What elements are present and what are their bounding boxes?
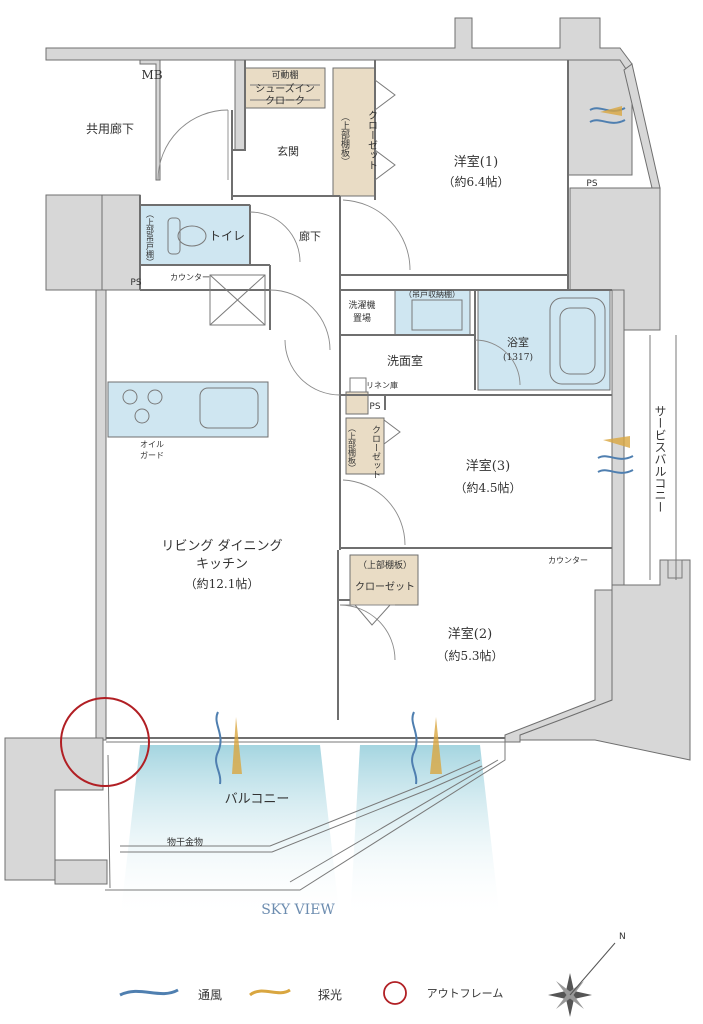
oil-guard-label-2: ガード	[140, 450, 164, 460]
ldk-label-2: キッチン	[196, 557, 248, 572]
bathroom-label: 浴室	[507, 335, 529, 349]
shaft-box	[209, 274, 266, 326]
hallway-label: 廊下	[299, 229, 321, 243]
sky-view-label: SKY VIEW	[261, 902, 335, 918]
toilet-bowl	[167, 217, 181, 255]
closet-room2-label: クローゼット	[355, 581, 415, 593]
outframe-circle	[60, 697, 150, 787]
toilet-cabinet-label: （上部吊戸棚）	[146, 210, 155, 266]
legend-daylight: 採光	[318, 988, 342, 1002]
oil-guard-label: オイル	[140, 440, 164, 449]
sky-view-beam-left	[120, 745, 340, 920]
ldk-size: （約12.1帖）	[185, 576, 260, 591]
western2-label: 洋室(2)	[448, 626, 492, 642]
washroom-label: 洗面室	[387, 353, 423, 368]
room-labels: MB 共用廊下 可動棚 シューズイン クローク 玄関 クローゼット （上部棚板）…	[86, 68, 667, 918]
legend: 通風 採光 アウトフレーム	[119, 981, 504, 1005]
ps-label-left: PS	[130, 278, 141, 288]
outframe-legend-icon	[383, 981, 407, 1005]
drying-rack-label: 物干金物	[167, 836, 203, 848]
washer-box	[411, 299, 463, 331]
western3-size: （約4.5帖）	[454, 480, 521, 495]
compass-icon: N	[548, 932, 626, 1017]
ldk-label-1: リビング ダイニング	[161, 539, 282, 554]
outer-walls	[4, 17, 691, 885]
wind-light-marker-room3	[597, 436, 634, 474]
stove-icon	[122, 389, 163, 424]
washer-label-2: 置場	[353, 312, 371, 324]
common-corridor-label: 共用廊下	[86, 121, 134, 136]
shoes-in-closet-fill	[244, 67, 326, 109]
shoes-closet-label: シューズイン	[255, 82, 315, 95]
compass-north: N	[619, 932, 626, 942]
wind-light-markers	[215, 106, 634, 785]
fixtures	[122, 79, 683, 626]
legend-ventilation: 通風	[198, 988, 222, 1002]
wind-light-marker-ldk	[215, 711, 242, 785]
legend-outframe: アウトフレーム	[427, 987, 504, 1000]
doors	[157, 109, 521, 661]
balcony-label: バルコニー	[225, 792, 290, 807]
linen-label: リネン庫	[366, 380, 398, 390]
bathroom-fill	[477, 289, 611, 391]
toilet-seat	[177, 225, 207, 247]
shoes-closet-label-2: クローク	[265, 95, 305, 107]
closet-room3-label: クローゼット	[370, 425, 381, 479]
balcony-area	[105, 741, 506, 920]
western1-size: （約6.4帖）	[442, 174, 509, 189]
bathtub	[549, 297, 606, 385]
interior-walls	[106, 60, 612, 739]
ventilation-icon	[119, 988, 179, 997]
counter-label-left: カウンター	[170, 273, 210, 282]
western3-label: 洋室(3)	[466, 458, 510, 474]
sky-view-beam-right	[350, 745, 500, 920]
kitchen-sink	[199, 387, 259, 429]
toilet-label: トイレ	[209, 229, 245, 243]
shoes-closet-top-label: 可動棚	[271, 69, 298, 81]
ps-label-right: PS	[586, 179, 597, 189]
storage-top-label: （吊戸収納棚）	[404, 289, 460, 299]
closet-room2-fill	[349, 554, 419, 606]
counter-label-right: カウンター	[548, 556, 588, 565]
room-fills	[107, 67, 611, 606]
mb-label: MB	[141, 68, 162, 82]
closet-room3-fill	[345, 417, 385, 475]
western1-label: 洋室(1)	[454, 154, 498, 170]
daylight-icon	[249, 988, 291, 997]
closet-vertical-label: クローゼット	[366, 110, 378, 170]
upper-shelf-room3-label: （上部棚板）	[348, 424, 357, 472]
closet-room1-fill	[332, 67, 376, 197]
service-balcony-label: サービスバルコニー	[653, 405, 667, 513]
western2-size: （約5.3帖）	[436, 648, 503, 663]
upper-shelf-vertical-label: （上部棚板）	[339, 112, 350, 166]
wind-light-marker-room1	[589, 106, 626, 124]
entrance-label: 玄関	[277, 144, 299, 158]
upper-shelf-room2-label: （上部棚板）	[358, 559, 412, 571]
wind-light-marker-room2	[411, 711, 442, 785]
washer-storage-fill	[394, 289, 471, 336]
washer-label: 洗濯機	[348, 299, 375, 311]
ps-label-center: PS	[369, 402, 380, 412]
bathroom-size: (1317)	[503, 352, 533, 363]
